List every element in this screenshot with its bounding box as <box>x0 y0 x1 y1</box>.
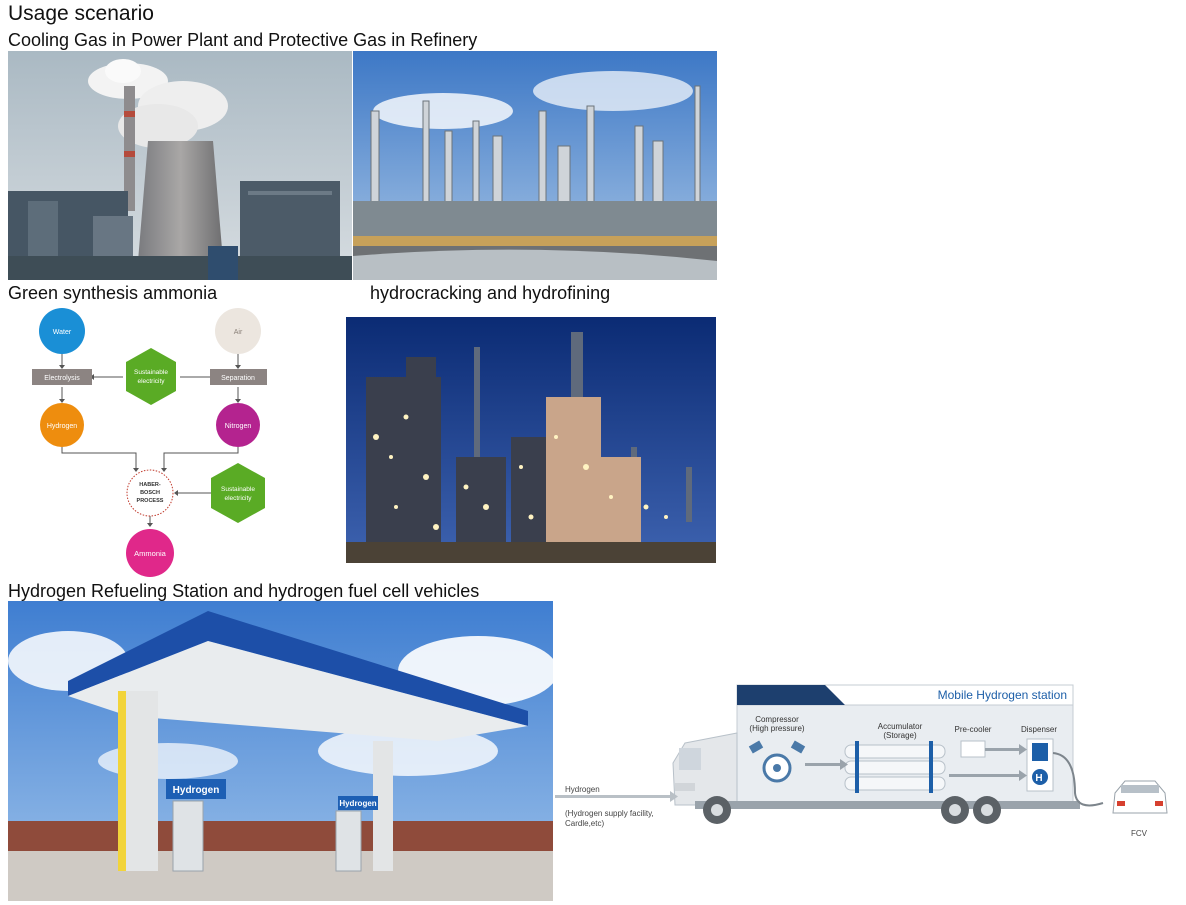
accumulator-label-2: (Storage) <box>883 731 917 740</box>
hydrogen-label: Hydrogen <box>47 423 77 430</box>
supply-label-2: Cardle,etc) <box>565 819 604 828</box>
refinery-night-photo <box>346 317 716 563</box>
sustainable-label-1b: electricity <box>137 378 165 385</box>
power-plant-photo <box>8 51 352 280</box>
separation-label: Separation <box>221 375 255 382</box>
hydrogen-node <box>40 403 84 447</box>
precooler-label: Pre-cooler <box>955 725 992 734</box>
water-node <box>39 308 85 354</box>
supply-label-1: (Hydrogen supply facility, <box>565 809 654 818</box>
section-title-refueling: Hydrogen Refueling Station and hydrogen … <box>8 581 480 601</box>
page-title: Usage scenario <box>8 2 154 25</box>
sustainable-label-2a: Sustainable <box>221 486 255 493</box>
precooler-icon <box>960 740 986 758</box>
sustainable-electricity-hex-1 <box>126 348 176 405</box>
hydrogen-station-photo: Hydrogen Hydrogen <box>8 601 553 901</box>
dispenser-hose <box>1052 752 1104 807</box>
accumulator-label-1: Accumulator <box>878 722 923 731</box>
haber-bosch-node <box>126 469 174 517</box>
sustainable-label-2b: electricity <box>224 495 252 502</box>
haber-label-3: PROCESS <box>137 498 164 504</box>
ammonia-label: Ammonia <box>134 549 167 558</box>
air-label: Air <box>234 329 243 336</box>
mobile-hydrogen-station-diagram: Mobile Hydrogen station Compressor (High… <box>555 683 1180 848</box>
dispenser-label: Dispenser <box>1021 725 1057 734</box>
ammonia-synthesis-diagram: Water Air Electrolysis Separation Sustai… <box>28 305 278 580</box>
air-node <box>215 308 261 354</box>
hydrogen-sign-1 <box>166 779 226 799</box>
fcv-label: FCV <box>1131 829 1148 838</box>
electrolysis-label: Electrolysis <box>44 375 80 382</box>
section-title-hydrocracking: hydrocracking and hydrofining <box>370 283 611 303</box>
hydrogen-sign-2-text: Hydrogen <box>339 799 376 808</box>
ammonia-node <box>126 529 174 577</box>
h2-label: H <box>1035 773 1042 784</box>
mobile-station-header: Mobile Hydrogen station <box>938 688 1067 702</box>
electrolysis-box <box>32 369 92 385</box>
section-title-cooling: Cooling Gas in Power Plant and Protectiv… <box>8 30 478 50</box>
nitrogen-label: Nitrogen <box>225 423 252 430</box>
sustainable-electricity-hex-2 <box>211 463 265 523</box>
sustainable-label-1a: Sustainable <box>134 369 168 376</box>
hydrogen-sign-1-text: Hydrogen <box>173 785 220 796</box>
hydrogen-input-label: Hydrogen <box>565 785 600 794</box>
compressor-label-1: Compressor <box>755 715 799 724</box>
haber-label-2: BOSCH <box>140 490 160 496</box>
haber-label-1: HABER- <box>139 482 161 488</box>
water-label: Water <box>53 329 72 336</box>
compressor-label-2: (High pressure) <box>749 724 804 733</box>
nitrogen-node <box>216 403 260 447</box>
hydrogen-sign-2 <box>338 796 378 810</box>
section-title-ammonia: Green synthesis ammonia <box>8 283 218 303</box>
refinery-photo <box>353 51 717 280</box>
separation-box <box>210 369 267 385</box>
